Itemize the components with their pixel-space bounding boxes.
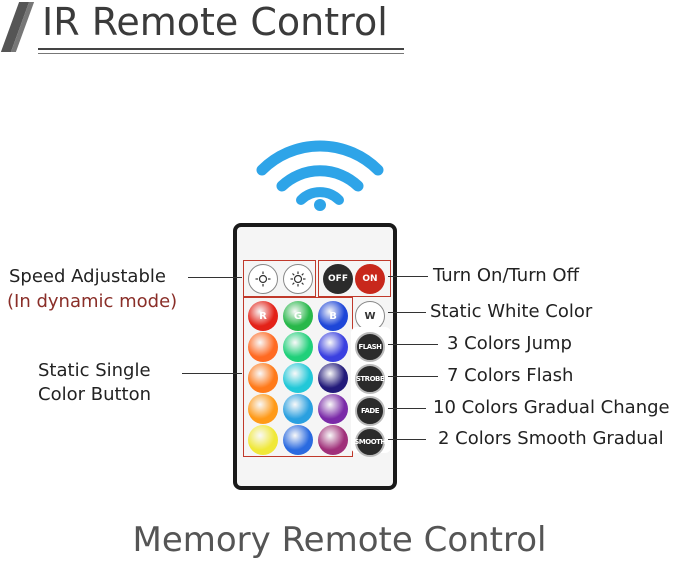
- color-button-r3-c2[interactable]: [283, 363, 313, 393]
- footer-caption: Memory Remote Control: [132, 520, 547, 560]
- flash-connector: [388, 376, 438, 377]
- fade-button[interactable]: FADE: [355, 396, 385, 426]
- title-underline: [38, 48, 404, 50]
- color-button-r4-c3[interactable]: [318, 394, 348, 424]
- smooth-connector: [388, 439, 426, 440]
- color-button-label: Color Button: [38, 384, 152, 405]
- color-button-r4-c2[interactable]: [283, 394, 313, 424]
- power-buttons-highlight: [318, 260, 391, 297]
- speed-label: Speed Adjustable: [9, 266, 166, 287]
- smooth-gradual-label: 2 Colors Smooth Gradual: [438, 428, 664, 449]
- color-button-r4-c1[interactable]: [248, 394, 278, 424]
- color-button-r2-c3[interactable]: [318, 332, 348, 362]
- onoff-connector: [388, 276, 428, 277]
- on-button[interactable]: ON: [355, 264, 385, 294]
- title-underline-thin: [38, 53, 404, 54]
- brightness-down-icon: [255, 271, 271, 287]
- white-button[interactable]: W: [355, 301, 385, 331]
- wireless-signal-icon: [256, 140, 384, 211]
- speed-increase-button[interactable]: [283, 264, 313, 294]
- smooth-button[interactable]: SMOOTH: [354, 427, 386, 457]
- flash-label: 7 Colors Flash: [447, 365, 574, 386]
- speed-decrease-button[interactable]: [248, 264, 278, 294]
- page-title: IR Remote Control: [42, 0, 388, 44]
- color-button-r1-c1[interactable]: R: [248, 301, 278, 331]
- white-color-label: Static White Color: [430, 301, 593, 322]
- flash-button[interactable]: FLASH: [355, 332, 385, 362]
- brightness-up-icon: [290, 271, 306, 287]
- color-button-r3-c3[interactable]: [318, 363, 348, 393]
- color-button-r2-c2[interactable]: [283, 332, 313, 362]
- on-off-label: Turn On/Turn Off: [433, 265, 579, 286]
- speed-connector: [188, 277, 242, 278]
- color-button-r2-c1[interactable]: [248, 332, 278, 362]
- speed-buttons-highlight: [243, 260, 316, 297]
- strobe-button[interactable]: STROBE: [355, 364, 385, 394]
- color-button-r5-c1[interactable]: [248, 425, 278, 455]
- color-button-r5-c3[interactable]: [318, 425, 348, 455]
- color-button-r1-c2[interactable]: G: [283, 301, 313, 331]
- color-button-r1-c3[interactable]: B: [318, 301, 348, 331]
- static-color-connector: [182, 373, 242, 374]
- color-button-r3-c1[interactable]: [248, 363, 278, 393]
- jump-label: 3 Colors Jump: [447, 333, 572, 354]
- jump-connector: [388, 344, 438, 345]
- dynamic-mode-label: (In dynamic mode): [7, 291, 178, 312]
- gradual-connector: [388, 408, 426, 409]
- gradual-change-label: 10 Colors Gradual Change: [433, 397, 670, 418]
- color-button-r5-c2[interactable]: [283, 425, 313, 455]
- off-button[interactable]: OFF: [323, 264, 353, 294]
- static-single-label: Static Single: [38, 360, 151, 381]
- white-connector: [388, 312, 426, 313]
